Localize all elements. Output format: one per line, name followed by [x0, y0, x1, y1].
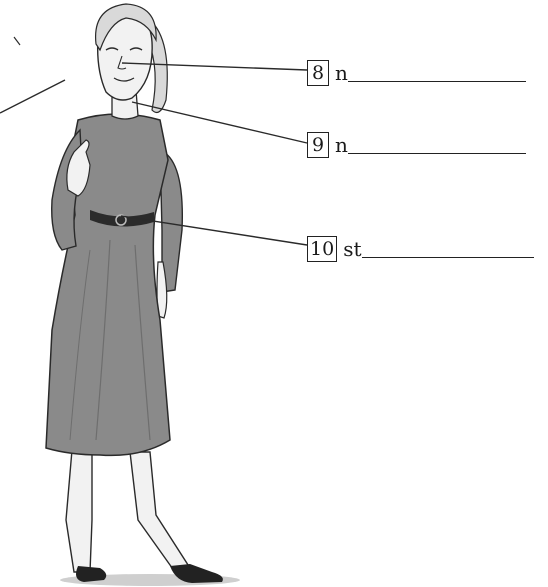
- pointer-line-partial: [0, 80, 65, 113]
- number-box-8: 8: [307, 60, 329, 86]
- answer-blank-9[interactable]: [348, 152, 526, 154]
- answer-prefix-9: n: [335, 135, 348, 158]
- answer-blank-10[interactable]: [362, 256, 534, 258]
- tick-partial: [14, 37, 20, 45]
- label-10: 10 st: [307, 232, 534, 262]
- label-8: 8 n: [307, 56, 526, 86]
- left-shoe: [76, 566, 106, 582]
- answer-prefix-8: n: [335, 63, 348, 86]
- answer-prefix-10: st: [343, 239, 361, 262]
- number-box-9: 9: [307, 132, 329, 158]
- left-leg: [66, 450, 92, 572]
- answer-blank-8[interactable]: [348, 80, 526, 82]
- number-box-10: 10: [307, 236, 337, 262]
- label-9: 9 n: [307, 128, 526, 158]
- right-leg: [130, 452, 190, 572]
